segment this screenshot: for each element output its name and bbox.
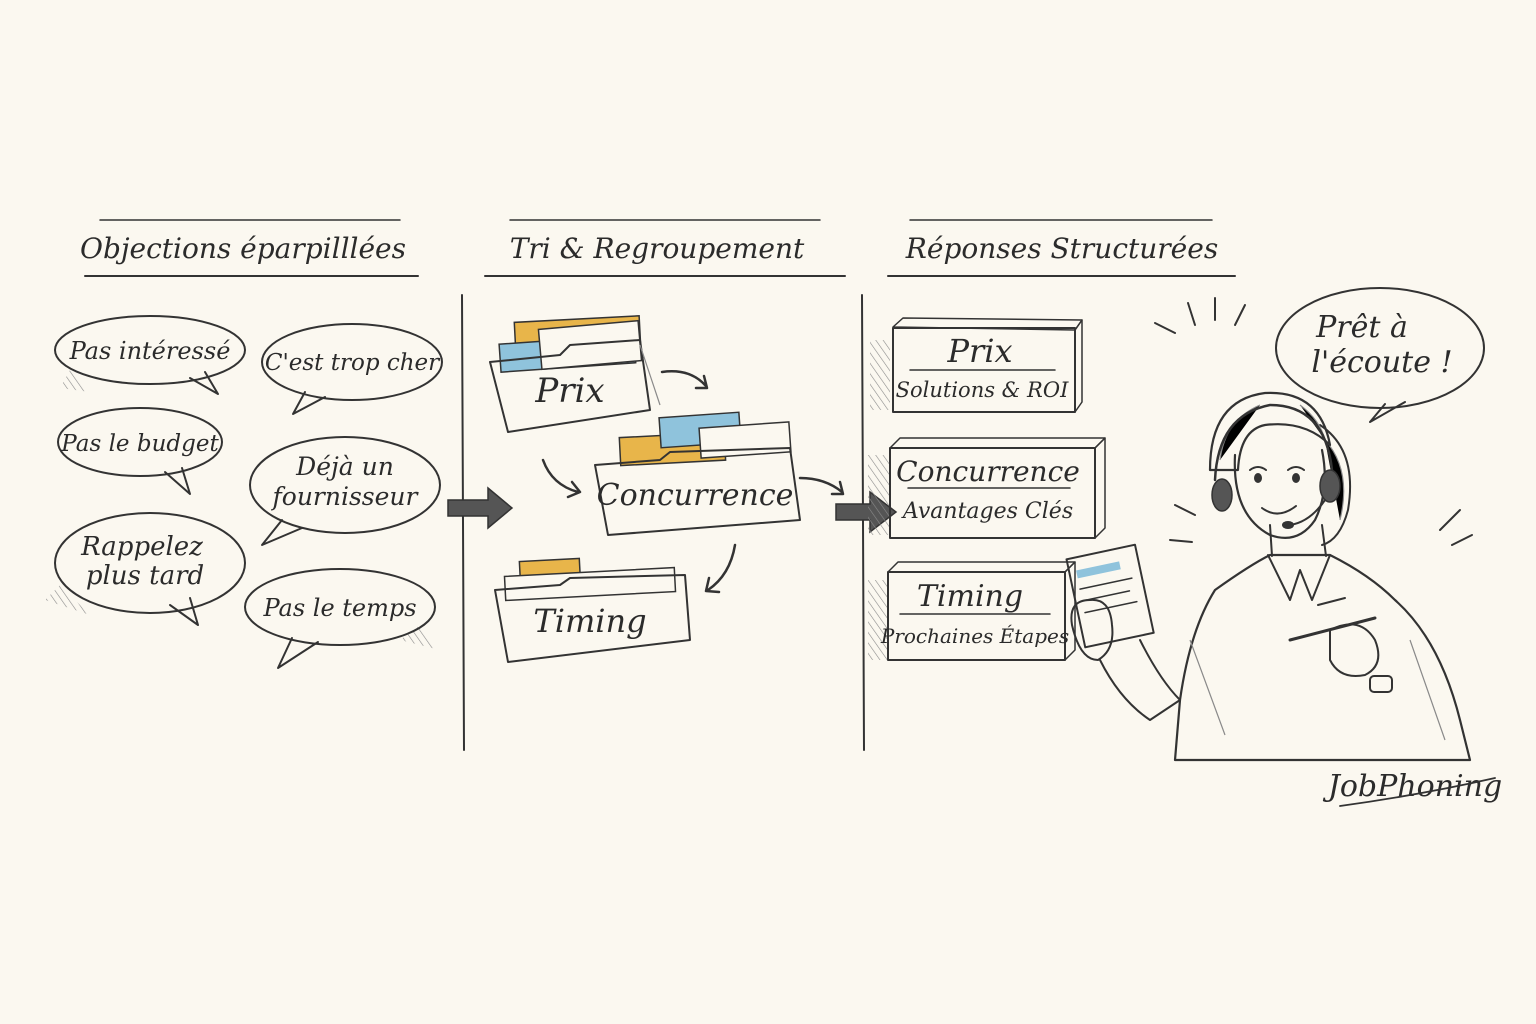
objection-bubble-1: Pas intéressé: [54, 315, 246, 395]
folder-concurrence: Concurrence: [594, 411, 801, 536]
folder-label-prix: Prix: [534, 371, 604, 411]
signature-text: JobPhoning: [1322, 769, 1502, 804]
sorting-arrows: [541, 370, 845, 594]
response-subtitle-prix: Solutions & ROI: [896, 378, 1069, 402]
agent-speech-line-1: Prêt à: [1315, 310, 1408, 345]
column-header-objections: Objections éparpilllées: [80, 219, 419, 277]
objection-text-2: C'est trop cher: [265, 350, 441, 376]
response-title-concurrence: Concurrence: [896, 455, 1080, 488]
response-card-concurrence: Concurrence Avantages Clés: [868, 437, 1106, 539]
folder-prix: Prix: [489, 315, 661, 433]
response-title-timing: Timing: [917, 579, 1023, 614]
arrow-to-sorting: [447, 486, 514, 530]
column-title-objections: Objections éparpilllées: [80, 232, 406, 265]
objection-text-5b: plus tard: [86, 561, 204, 591]
response-title-prix: Prix: [946, 332, 1012, 370]
response-subtitle-timing: Prochaines Étapes: [880, 624, 1069, 648]
agent-speech-bubble: Prêt à l'écoute !: [1275, 287, 1485, 423]
objection-text-5a: Rappelez: [80, 532, 203, 562]
objection-bubble-3: Pas le budget: [57, 407, 223, 495]
response-card-timing: Timing Prochaines Étapes: [868, 561, 1076, 661]
column-divider-2: [861, 294, 865, 751]
response-card-prix: Prix Solutions & ROI: [870, 317, 1083, 413]
response-subtitle-concurrence: Avantages Clés: [901, 499, 1073, 524]
folder-label-timing: Timing: [533, 602, 646, 640]
objection-bubble-2: C'est trop cher: [261, 323, 443, 415]
agent-speech-line-2: l'écoute !: [1311, 345, 1452, 380]
column-divider-1: [461, 294, 465, 751]
objection-bubble-5: Rappelez plus tard: [45, 512, 246, 626]
signature-jobphoning: JobPhoning: [1322, 769, 1502, 807]
excitement-lines: [1154, 297, 1473, 546]
column-title-reponses: Réponses Structurées: [905, 232, 1218, 265]
agent-figure: [1065, 391, 1472, 762]
column-header-reponses: Réponses Structurées: [887, 219, 1236, 277]
column-header-tri: Tri & Regroupement: [484, 219, 846, 277]
column-title-tri: Tri & Regroupement: [510, 232, 805, 265]
objection-text-3: Pas le budget: [60, 431, 219, 457]
objection-bubble-4: Déjà un fournisseur: [249, 436, 441, 546]
objection-text-6: Pas le temps: [262, 594, 416, 622]
objection-text-4b: fournisseur: [271, 482, 420, 511]
objection-text-4a: Déjà un: [295, 452, 394, 481]
objection-text-1: Pas intéressé: [69, 337, 231, 365]
folder-label-concurrence: Concurrence: [597, 478, 794, 513]
objection-bubble-6: Pas le temps: [244, 568, 440, 669]
folder-timing: Timing: [494, 557, 691, 663]
